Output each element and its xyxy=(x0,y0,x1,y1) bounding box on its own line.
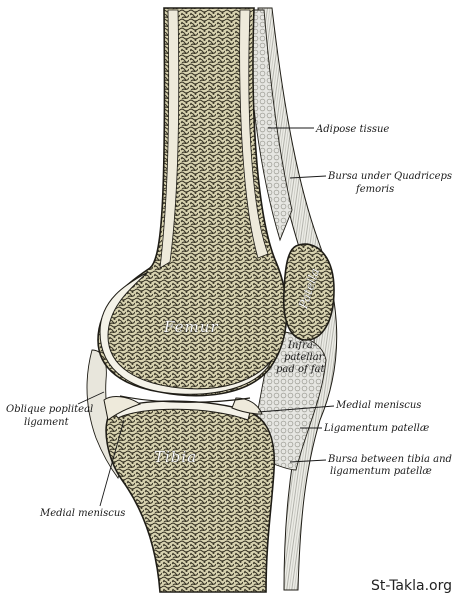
label-infrapatellar-2: patellar xyxy=(284,352,325,363)
leader-bursa-tibia xyxy=(289,459,327,463)
label-bursa-quadriceps-1: Bursa under Quadriceps xyxy=(327,171,452,182)
label-medial-meniscus-left: Medial meniscus xyxy=(39,508,125,519)
suprapatellar-adipose xyxy=(249,9,293,242)
label-femur: Femur xyxy=(163,318,219,336)
patella xyxy=(282,243,335,341)
infrapatellar-fat-pad xyxy=(255,329,327,471)
medial-meniscus-posterior xyxy=(103,396,142,421)
tibia xyxy=(105,400,276,593)
joint-space xyxy=(119,395,251,403)
label-bursa-tibia-1: Bursa between tibia and xyxy=(327,454,452,465)
label-infrapatellar-3: pad of fat xyxy=(276,364,326,375)
watermark: St-Takla.org xyxy=(371,578,452,594)
label-infrapatellar-1: Infra- xyxy=(287,340,317,351)
leader-medial-meniscus-right xyxy=(257,405,335,413)
leader-medial-meniscus-left xyxy=(99,419,125,507)
label-oblique-popliteal-2: ligament xyxy=(24,417,70,428)
label-adipose-tissue: Adipose tissue xyxy=(315,124,389,135)
label-bursa-quadriceps-2: femoris xyxy=(355,184,394,195)
femur-cortex-right xyxy=(239,9,269,259)
label-medial-meniscus-right: Medial meniscus xyxy=(335,400,421,411)
medial-meniscus-anterior xyxy=(231,397,263,415)
femur-cortex xyxy=(159,9,180,269)
tibial-cartilage xyxy=(111,400,251,421)
label-bursa-tibia-2: ligamentum patellæ xyxy=(330,466,432,477)
leader-oblique-popliteal xyxy=(77,391,105,405)
label-ligamentum-patellae: Ligamentum patellæ xyxy=(323,423,429,434)
femoral-cartilage xyxy=(99,271,273,395)
label-oblique-popliteal-1: Oblique popliteal xyxy=(6,404,93,415)
leader-bursa-quadriceps xyxy=(289,175,327,179)
label-tibia: Tibia xyxy=(154,448,197,466)
